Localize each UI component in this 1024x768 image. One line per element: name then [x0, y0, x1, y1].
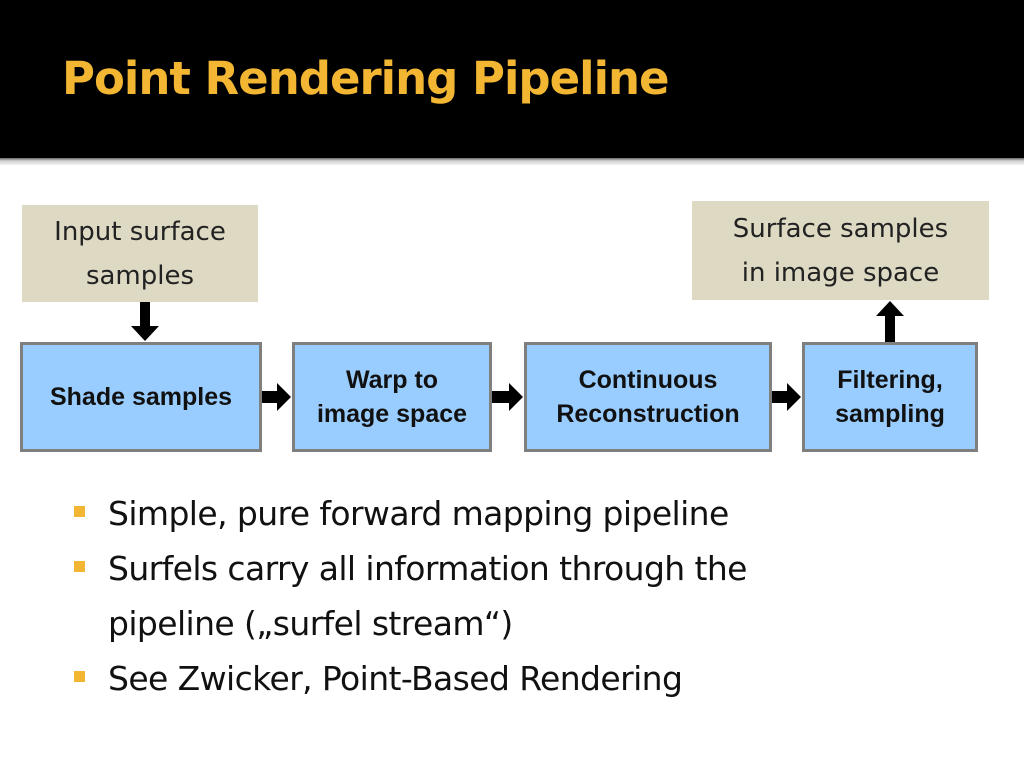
stage-label: sampling — [835, 400, 945, 428]
input-samples-box: Input surface samples — [22, 205, 258, 302]
stage-label: Reconstruction — [556, 400, 740, 428]
stage-reconstruction: Continuous Reconstruction — [524, 342, 772, 452]
title-divider — [0, 158, 1024, 165]
bullet-text: pipeline („surfel stream“) — [108, 604, 513, 643]
title-bar — [0, 0, 1024, 158]
stage-shade-samples: Shade samples — [20, 342, 262, 452]
stage-label: Shade samples — [49, 383, 233, 411]
stage-filtering: Filtering, sampling — [802, 342, 978, 452]
slide-title: Point Rendering Pipeline — [62, 52, 670, 105]
arrow-right-icon — [772, 383, 801, 411]
stage-label: image space — [316, 400, 468, 428]
arrow-up-icon — [876, 301, 904, 342]
output-box-line: in image space — [741, 257, 940, 288]
bullet-item: Simple, pure forward mapping pipeline — [72, 486, 747, 541]
square-bullet-icon — [74, 561, 85, 572]
square-bullet-icon — [74, 506, 85, 517]
arrow-right-icon — [492, 383, 523, 411]
input-box-line: Input surface — [54, 216, 226, 247]
square-bullet-icon — [74, 671, 85, 682]
bullet-list: Simple, pure forward mapping pipeline Su… — [72, 486, 747, 706]
output-samples-box: Surface samples in image space — [692, 201, 989, 300]
arrow-right-icon — [262, 383, 291, 411]
bullet-item: Surfels carry all information through th… — [72, 541, 747, 651]
stage-label: Warp to — [345, 366, 439, 394]
output-box-line: Surface samples — [732, 213, 949, 244]
stage-warp: Warp to image space — [292, 342, 492, 452]
arrow-down-icon — [131, 302, 159, 341]
bullet-text: See Zwicker, Point-Based Rendering — [108, 659, 683, 698]
bullet-text: Simple, pure forward mapping pipeline — [108, 494, 729, 533]
stage-label: Continuous — [578, 366, 718, 394]
stage-label: Filtering, — [837, 366, 943, 394]
bullet-text: Surfels carry all information through th… — [108, 549, 747, 588]
input-box-line: samples — [85, 260, 195, 291]
bullet-item: See Zwicker, Point-Based Rendering — [72, 651, 747, 706]
